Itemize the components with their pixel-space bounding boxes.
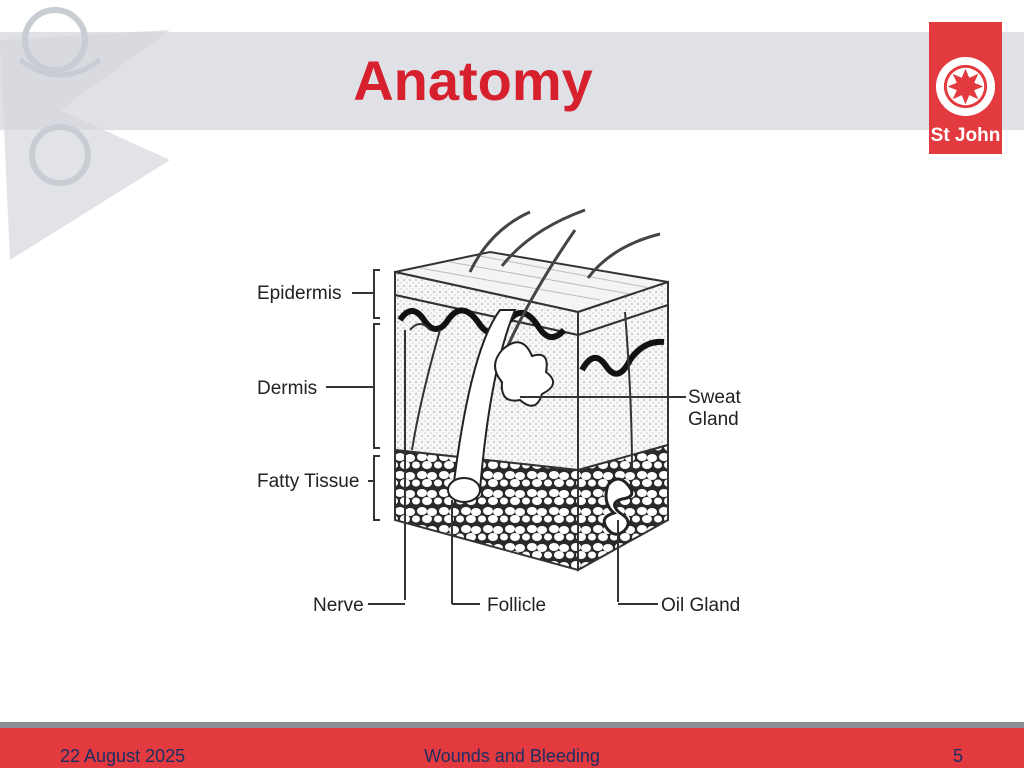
sweat-gland: [602, 311, 634, 602]
title-band: [0, 32, 1024, 130]
label-follicle: Follicle: [487, 595, 546, 616]
label-fatty-tissue: Fatty Tissue: [257, 471, 359, 492]
logo-text: St John: [930, 125, 1001, 146]
nerve: [404, 323, 441, 600]
label-nerve: Nerve: [313, 595, 364, 616]
layer-brackets: [326, 269, 686, 605]
st-john-logo: St John: [929, 22, 1002, 154]
watermark-emblem: [0, 7, 170, 260]
skin-cross-section-diagram: Epidermis Dermis Fatty Tissue Sweat Glan…: [257, 208, 742, 616]
label-gland: Gland: [688, 409, 739, 430]
footer-bar: [0, 722, 1024, 768]
slide-title: Anatomy: [353, 49, 593, 112]
sebaceous-gland: [494, 341, 554, 407]
label-sweat: Sweat: [688, 387, 742, 408]
maltese-cross-icon: [935, 56, 996, 117]
slide-number: 5: [953, 746, 964, 766]
label-epidermis: Epidermis: [257, 283, 341, 304]
label-dermis: Dermis: [257, 378, 317, 399]
label-oil-gland: Oil Gland: [661, 595, 740, 616]
footer-topic: Wounds and Bleeding: [424, 746, 600, 766]
footer-date: 22 August 2025: [60, 746, 186, 766]
